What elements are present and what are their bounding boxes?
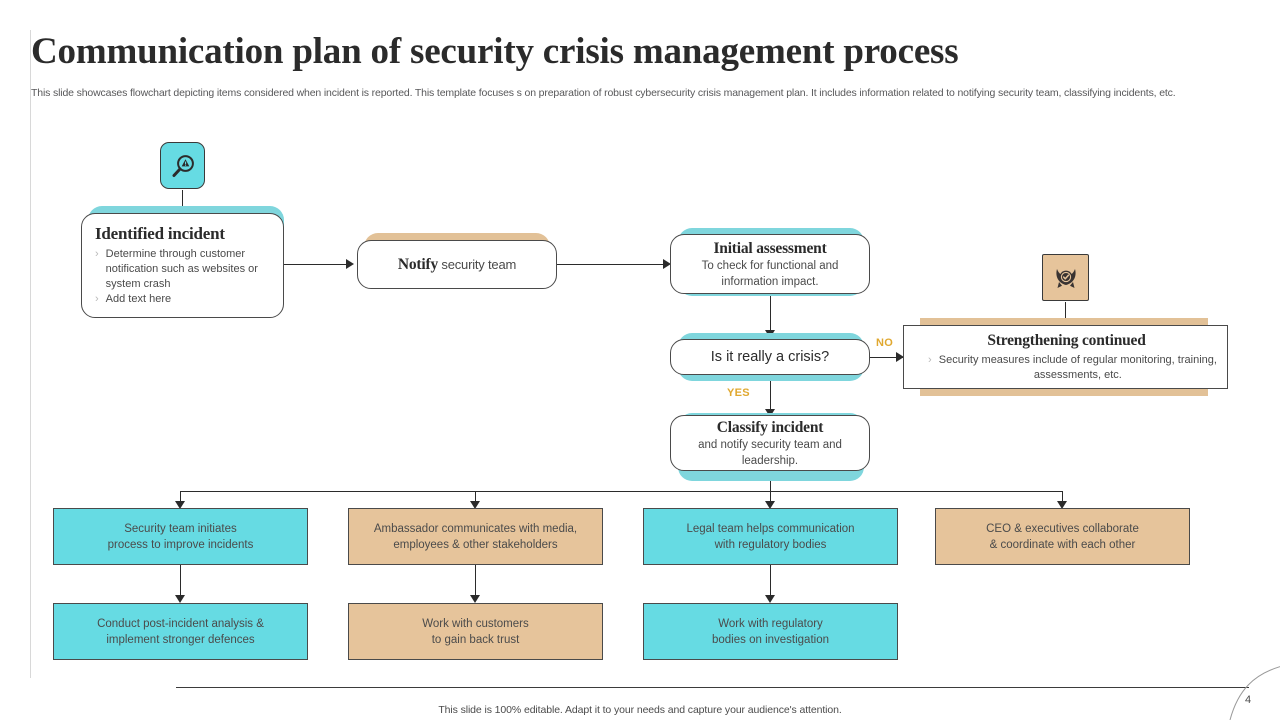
connector-r1c3-to-r2c3 xyxy=(770,565,771,597)
connector-r1c2-to-r2c2 xyxy=(475,565,476,597)
initial-assessment-title: Initial assessment xyxy=(713,239,827,257)
notify-title-rest: security team xyxy=(438,257,517,272)
arrow-identified-to-notify xyxy=(346,259,354,269)
arrow-decision-no xyxy=(896,352,904,362)
classify-title: Classify incident xyxy=(716,418,824,436)
outcome-r1-c4[interactable]: CEO & executives collaborate& coordinate… xyxy=(935,508,1190,565)
connector-branch-3 xyxy=(770,491,771,503)
label-no: NO xyxy=(876,337,894,349)
page-number: 4 xyxy=(1245,694,1252,706)
identified-incident-title: Identified incident xyxy=(95,224,225,243)
arrow-r1c1-to-r2c1 xyxy=(175,595,185,603)
list-item: › Determine through customer notificatio… xyxy=(95,248,258,290)
slide-left-rule xyxy=(30,30,31,678)
award-shield-check-icon xyxy=(1042,254,1089,301)
node-decision-is-it-really-a-crisis[interactable]: Is it really a crisis? xyxy=(670,339,870,375)
list-item: › Security measures include of regular m… xyxy=(928,354,1217,381)
node-strengthening-continued[interactable]: Strengthening continued › Security measu… xyxy=(903,325,1228,389)
arrow-r1c3-to-r2c3 xyxy=(765,595,775,603)
page-corner-arc-icon xyxy=(1229,666,1280,720)
footer-note: This slide is 100% editable. Adapt it to… xyxy=(438,704,842,716)
node-initial-assessment[interactable]: Initial assessment To check for function… xyxy=(670,234,870,294)
arrow-branch-3 xyxy=(765,501,775,509)
chevron-right-icon: › xyxy=(95,293,99,305)
label-yes: YES xyxy=(727,387,750,399)
connector-identified-to-notify xyxy=(284,264,346,265)
node-classify-incident[interactable]: Classify incident and notify security te… xyxy=(670,415,870,471)
connector-distribution-bus xyxy=(180,491,1063,492)
footer-divider xyxy=(176,687,1249,688)
page-subtitle: This slide showcases flowchart depicting… xyxy=(31,87,1176,99)
connector-r1c1-to-r2c1 xyxy=(180,565,181,597)
connector-assessment-to-decision xyxy=(770,294,771,332)
identified-incident-bullets: › Determine through customer notificatio… xyxy=(95,247,271,307)
notify-title-bold: Notify xyxy=(397,256,438,273)
chevron-right-icon: › xyxy=(928,354,932,366)
connector-classify-down xyxy=(770,471,771,491)
connector-branch-2 xyxy=(475,491,476,503)
page-title: Communication plan of security crisis ma… xyxy=(31,31,959,72)
connector-icon-to-identified xyxy=(182,190,183,214)
node-identified-incident[interactable]: Identified incident › Determine through … xyxy=(81,213,284,318)
chevron-right-icon: › xyxy=(95,248,99,260)
connector-notify-to-assessment xyxy=(557,264,665,265)
decision-question: Is it really a crisis? xyxy=(710,349,830,365)
notify-title: Notify security team xyxy=(358,255,556,274)
initial-assessment-subtitle: To check for functional and information … xyxy=(701,259,839,288)
arrow-notify-to-assessment xyxy=(663,259,671,269)
arrow-r1c2-to-r2c2 xyxy=(470,595,480,603)
connector-decision-yes xyxy=(770,375,771,411)
connector-branch-4 xyxy=(1062,491,1063,503)
arrow-branch-1 xyxy=(175,501,185,509)
arrow-branch-4 xyxy=(1057,501,1067,509)
arrow-branch-2 xyxy=(470,501,480,509)
connector-branch-1 xyxy=(180,491,181,503)
classify-subtitle: and notify security team and leadership. xyxy=(698,438,842,467)
outcome-r2-c1[interactable]: Conduct post-incident analysis &implemen… xyxy=(53,603,308,660)
list-item: › Add text here xyxy=(95,293,172,305)
magnifier-alert-icon xyxy=(160,142,205,189)
strengthening-title: Strengthening continued xyxy=(987,332,1146,349)
node-notify-security-team[interactable]: Notify security team xyxy=(357,240,557,289)
connector-decision-no xyxy=(870,357,903,358)
connector-icon-to-strengthening xyxy=(1065,302,1066,329)
outcome-r1-c2[interactable]: Ambassador communicates with media,emplo… xyxy=(348,508,603,565)
strengthening-bullets: › Security measures include of regular m… xyxy=(916,353,1217,383)
